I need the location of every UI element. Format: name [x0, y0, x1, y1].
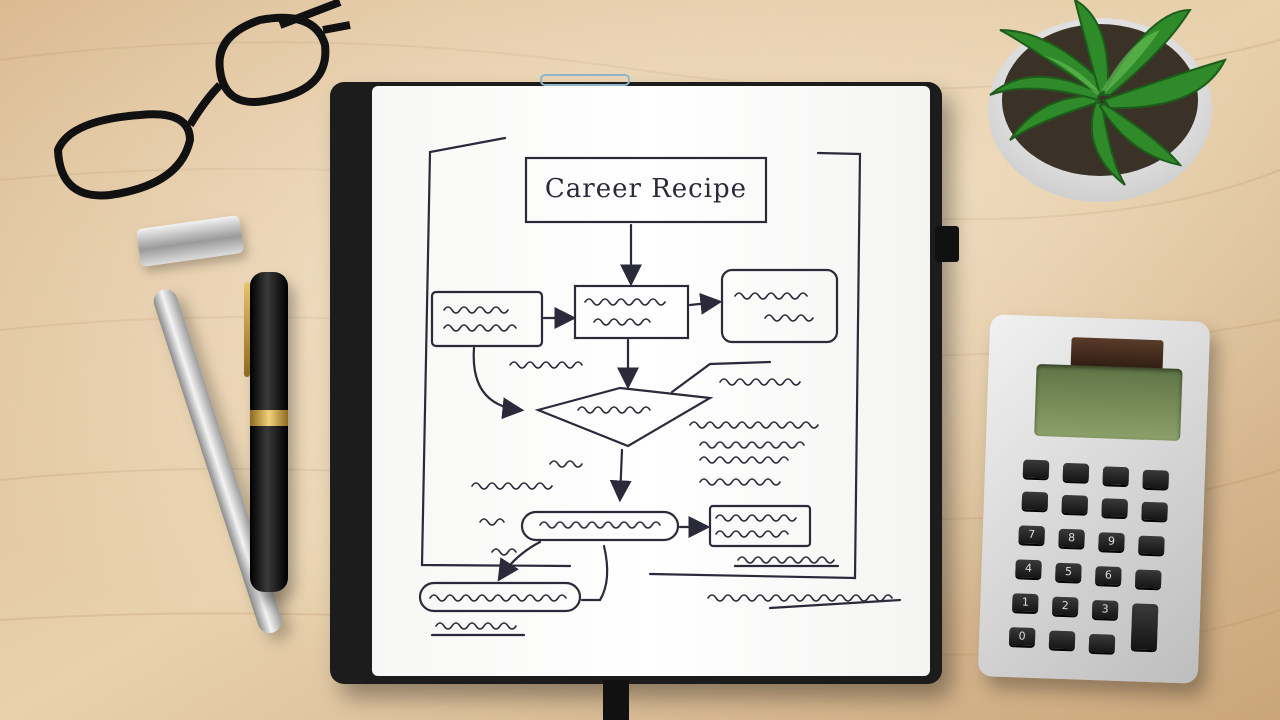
calculator-key — [1062, 462, 1090, 482]
calculator-key-9: 9 — [1098, 532, 1125, 552]
calculator-key — [1141, 501, 1168, 521]
calculator-key — [1142, 469, 1170, 489]
calculator-key — [1134, 569, 1162, 589]
calculator-key-8: 8 — [1058, 528, 1085, 548]
ribbon-bookmark — [603, 680, 629, 720]
pen-clip — [244, 282, 250, 377]
calculator: 7 8 9 4 5 6 1 2 3 0 — [977, 314, 1211, 684]
calculator-key-5: 5 — [1055, 562, 1082, 582]
calculator-key — [1061, 494, 1089, 514]
calculator-key — [1138, 535, 1165, 555]
black-pen — [244, 272, 288, 592]
calculator-keypad: 7 8 9 4 5 6 1 2 3 0 — [1008, 455, 1185, 661]
calculator-key-0: 0 — [1008, 627, 1036, 647]
calculator-key-1: 1 — [1012, 593, 1039, 613]
calculator-key — [1102, 466, 1130, 486]
potted-plant — [988, 0, 1227, 202]
pen-gold-band — [250, 410, 288, 426]
calculator-key — [1048, 630, 1076, 650]
calculator-key-7: 7 — [1018, 525, 1046, 545]
calculator-key-2: 2 — [1051, 596, 1079, 616]
calculator-display — [1034, 363, 1183, 441]
notebook-elastic — [935, 226, 959, 262]
notebook-title: Career Recipe — [544, 174, 748, 204]
calculator-key — [1101, 498, 1129, 518]
calculator-key — [1088, 633, 1116, 653]
calculator-key-6: 6 — [1095, 566, 1122, 585]
calculator-key — [1021, 491, 1049, 511]
calculator-key-plus — [1130, 603, 1159, 651]
paper-clip — [540, 74, 630, 86]
calculator-key — [1022, 459, 1050, 479]
calculator-key-3: 3 — [1091, 600, 1119, 619]
calculator-key-4: 4 — [1015, 559, 1042, 579]
eyeglasses — [54, 0, 351, 200]
